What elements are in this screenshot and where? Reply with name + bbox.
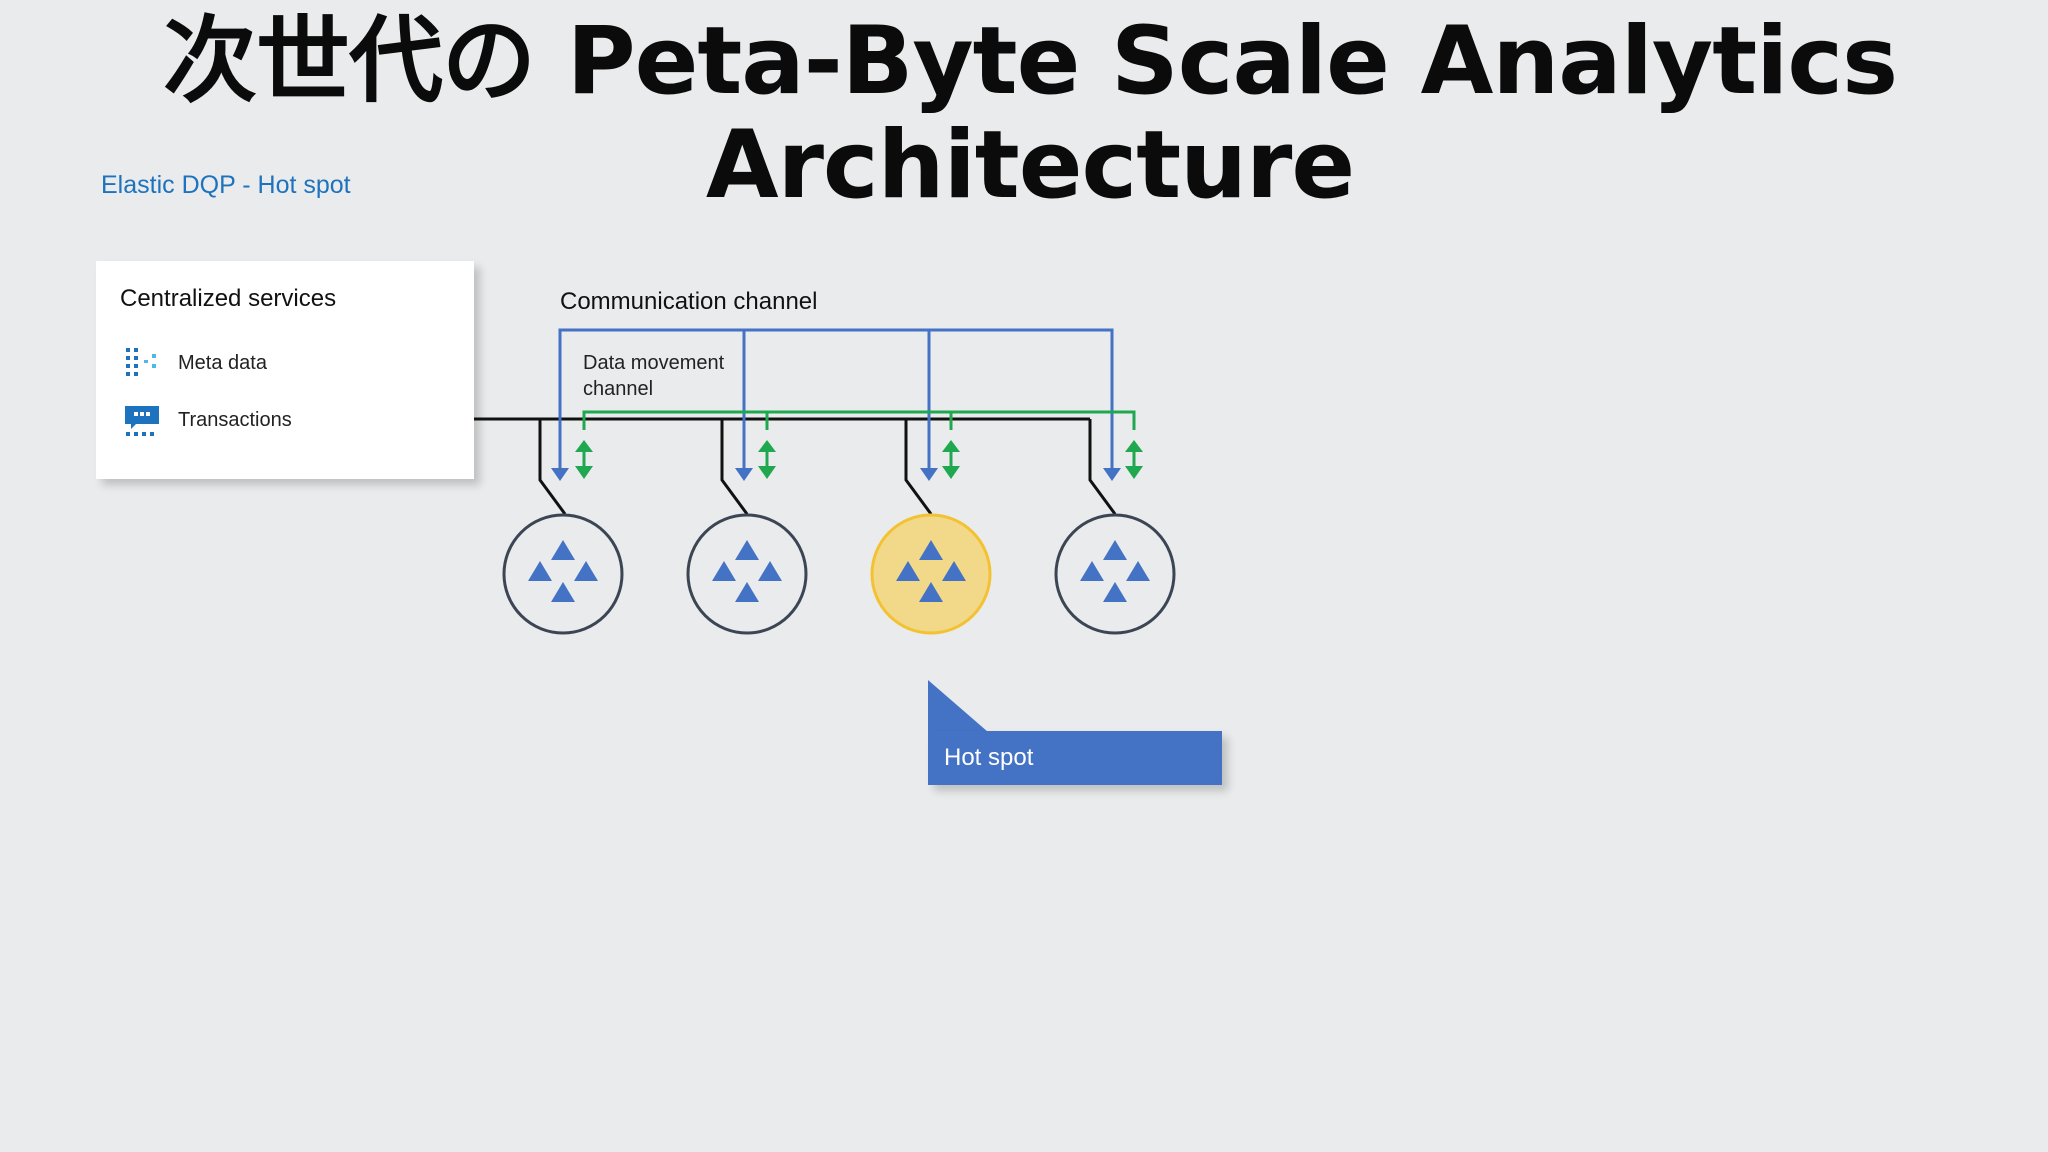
callout-pointer bbox=[928, 680, 988, 732]
communication-arrowheads bbox=[551, 468, 1121, 481]
compute-node-4 bbox=[1054, 513, 1176, 635]
hot-spot-callout-label: Hot spot bbox=[944, 744, 1034, 771]
service-label-meta-data: Meta data bbox=[178, 351, 267, 374]
compute-node-1 bbox=[502, 513, 624, 635]
compute-node-icon bbox=[712, 540, 782, 602]
data-movement-channel-label: Data movement channel bbox=[583, 352, 725, 400]
compute-node-hot-spot bbox=[870, 513, 992, 635]
compute-node-2 bbox=[686, 513, 808, 635]
slide-title-line1: 次世代の Peta-Byte Scale Analytics bbox=[162, 7, 1898, 116]
hot-spot-callout: Hot spot bbox=[928, 731, 1222, 785]
centralized-services-heading: Centralized services bbox=[120, 285, 337, 312]
slide-title: 次世代の Peta-Byte Scale Analytics Architect… bbox=[0, 10, 2048, 218]
communication-channel-lines bbox=[558, 328, 1114, 470]
data-movement-arrowheads bbox=[575, 440, 1143, 479]
service-label-transactions: Transactions bbox=[178, 408, 292, 431]
data-movement-channel-lines bbox=[582, 410, 1136, 468]
service-item-transactions: Transactions bbox=[124, 403, 292, 437]
meta-data-icon bbox=[126, 348, 156, 376]
slide-subtitle: Elastic DQP - Hot spot bbox=[101, 171, 351, 199]
transactions-icon bbox=[125, 406, 159, 436]
compute-node-icon bbox=[1080, 540, 1150, 602]
communication-channel-label: Communication channel bbox=[560, 288, 818, 315]
compute-node-icon bbox=[896, 540, 966, 602]
node-connector-lines bbox=[538, 419, 1117, 515]
service-item-meta-data: Meta data bbox=[124, 346, 267, 380]
compute-node-icon bbox=[528, 540, 598, 602]
slide-title-line2: Architecture bbox=[705, 111, 1355, 220]
centralized-services-card: Centralized services Meta data bbox=[96, 261, 474, 479]
